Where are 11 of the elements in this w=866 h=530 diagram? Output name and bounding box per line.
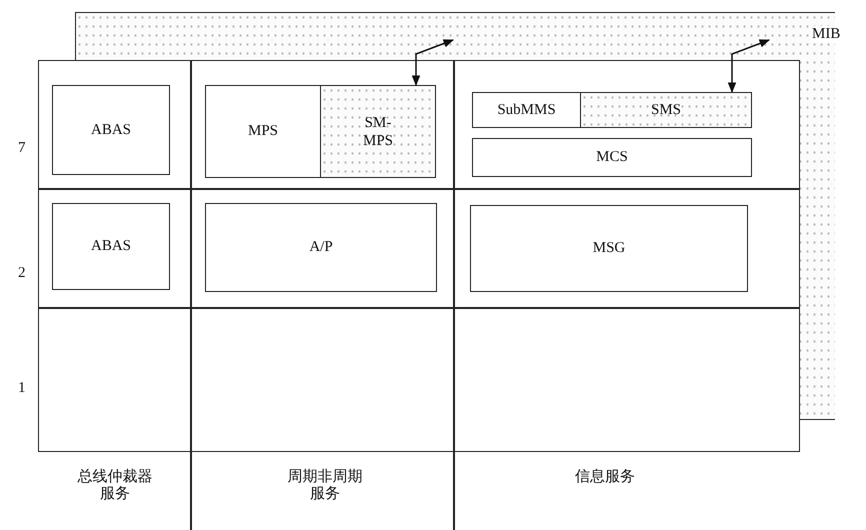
column-caption: 总线仲裁器服务 bbox=[76, 468, 154, 502]
row-number: 1 bbox=[18, 380, 26, 397]
double-arrow bbox=[728, 39, 770, 94]
column-caption: 信息服务 bbox=[574, 468, 636, 485]
column-caption: 周期非周期服务 bbox=[286, 468, 364, 502]
row-number: 2 bbox=[18, 265, 26, 282]
double-arrow bbox=[412, 39, 454, 86]
layer-box: ABAS bbox=[52, 85, 170, 175]
layer-box: ABAS bbox=[52, 203, 170, 290]
row-number: 7 bbox=[18, 140, 26, 157]
plane-label: MIB bbox=[810, 26, 842, 43]
